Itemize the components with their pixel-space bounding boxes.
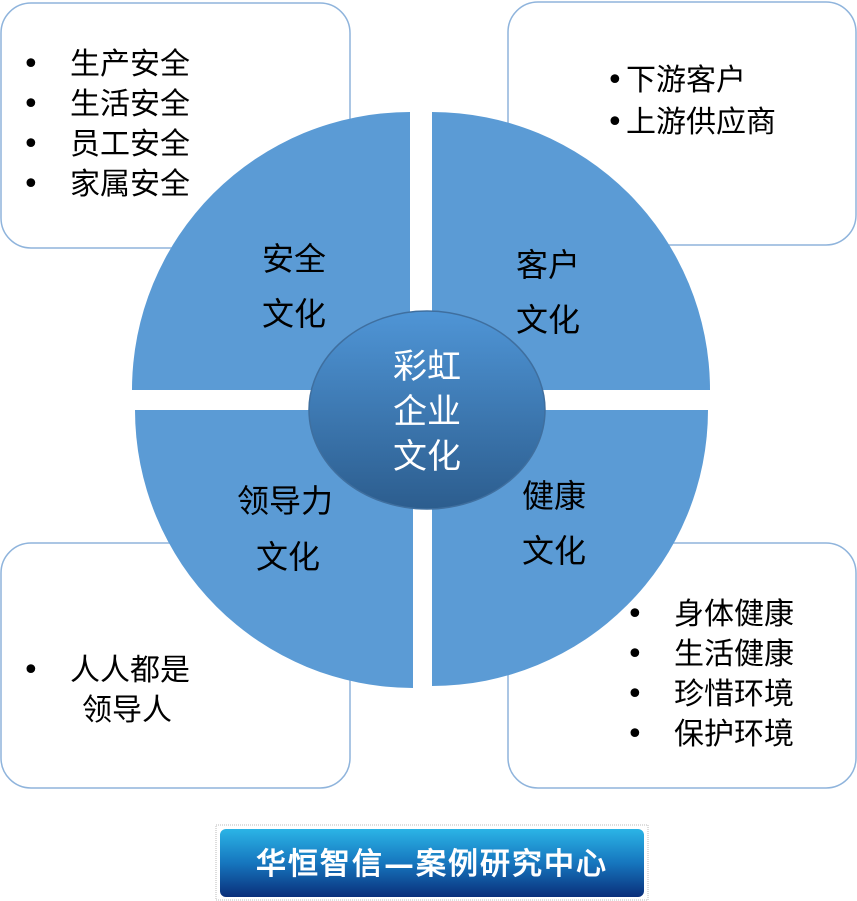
bullet: • xyxy=(606,63,624,98)
bullet: • xyxy=(626,677,644,712)
bullet: • xyxy=(606,105,624,140)
bullet: • xyxy=(626,597,644,632)
list-item: 珍惜环境 xyxy=(674,677,794,712)
bullet: • xyxy=(22,47,40,82)
list-item: 下游客户 xyxy=(626,63,746,98)
bullet: • xyxy=(22,653,40,688)
banner xyxy=(220,829,644,897)
center-ellipse xyxy=(308,310,546,510)
customer-label-line: 客户 xyxy=(516,246,580,284)
list-item: 家属安全 xyxy=(70,167,190,202)
health-items-list: • 身体健康 • 生活健康 • 珍惜环境 • 保护环境 xyxy=(626,597,794,752)
banner-frame xyxy=(215,824,649,901)
safety-label-line: 安全 xyxy=(262,240,326,278)
list-item: 生活健康 xyxy=(674,637,794,672)
list-item: 身体健康 xyxy=(674,597,794,632)
list-item: 生产安全 xyxy=(70,47,190,82)
customer-items-list: • 下游客户 • 上游供应商 xyxy=(606,63,776,140)
list-item: 领导人 xyxy=(82,693,172,728)
bullet: • xyxy=(22,167,40,202)
center-label-line: 企业 xyxy=(393,392,461,432)
health-label-line: 健康 xyxy=(522,477,586,515)
list-item: 员工安全 xyxy=(70,127,190,162)
safety-quadrant xyxy=(132,112,410,390)
list-item: 生活安全 xyxy=(70,87,190,122)
list-item: 保护环境 xyxy=(674,717,794,752)
banner-text: 华恒智信—案例研究中心 xyxy=(256,847,608,882)
list-item: 人人都是 xyxy=(70,653,190,688)
leadership-label-line: 领导力 xyxy=(237,482,333,520)
bullet: • xyxy=(22,87,40,122)
health-label-line: 文化 xyxy=(522,532,586,570)
customer-label-line: 文化 xyxy=(516,301,580,339)
safety-label-line: 文化 xyxy=(262,295,326,333)
bullet: • xyxy=(626,637,644,672)
customer-quadrant xyxy=(432,112,710,390)
list-item: 上游供应商 xyxy=(626,105,776,140)
center-label-line: 文化 xyxy=(393,437,461,477)
safety-items-list: • 生产安全 • 生活安全 • 员工安全 • 家属安全 xyxy=(22,47,190,202)
bullet: • xyxy=(626,717,644,752)
leadership-items-list: • 人人都是 领导人 xyxy=(22,653,190,728)
bullet: • xyxy=(22,127,40,162)
center-label-line: 彩虹 xyxy=(393,347,461,387)
leadership-label-line: 文化 xyxy=(256,538,320,576)
